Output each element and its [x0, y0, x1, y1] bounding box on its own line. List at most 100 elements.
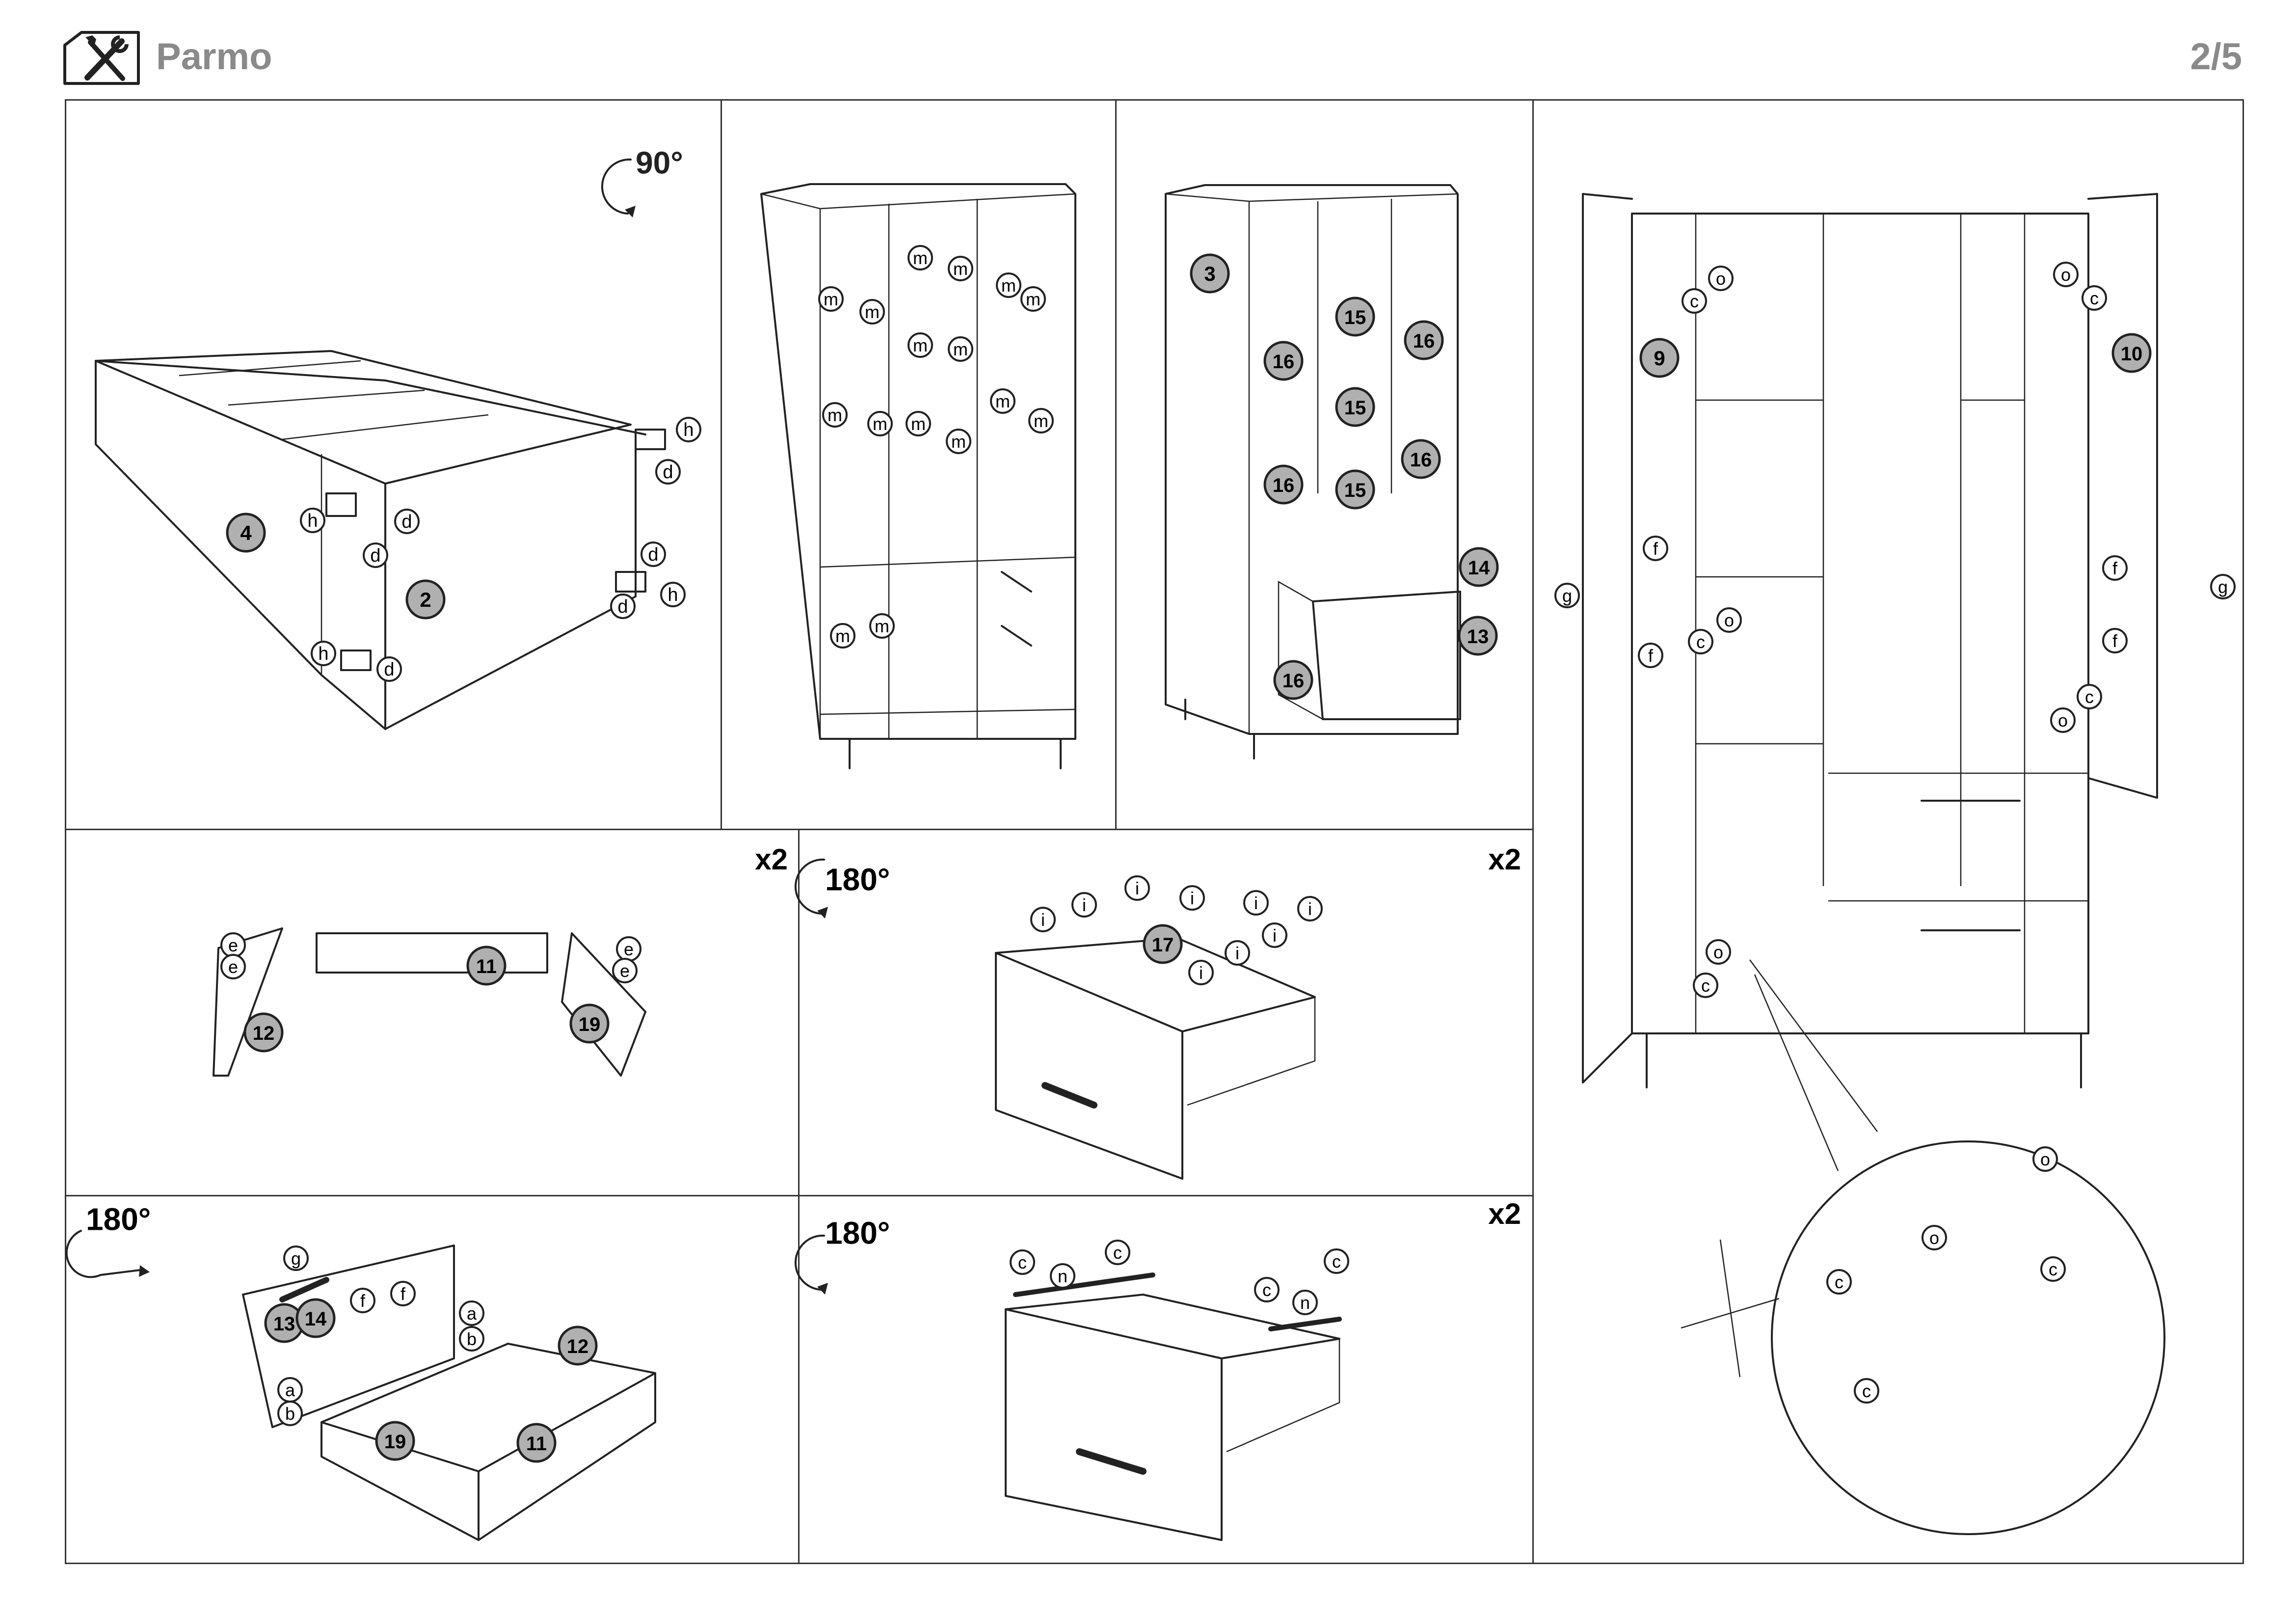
hardware-callout-d: d: [610, 594, 636, 619]
part-callout-17: 17: [1143, 924, 1183, 964]
step-drawer-runners: 180° x2 c n c c n c: [795, 1196, 1532, 1563]
base-assembly-drawing: 90° 4 2 h d d h d d h d h d: [95, 145, 701, 730]
hardware-callout-o: o: [2050, 707, 2076, 733]
svg-text:4: 4: [240, 521, 252, 544]
page-number: 2/5: [2190, 36, 2242, 78]
hardware-callout-o: o: [2053, 262, 2079, 287]
svg-text:b: b: [467, 1329, 477, 1349]
svg-text:c: c: [2049, 1259, 2057, 1279]
hardware-callout-i: i: [1262, 922, 1287, 948]
svg-text:f: f: [2112, 558, 2118, 578]
hardware-callout-d: d: [641, 541, 666, 567]
hardware-callout-c: c: [1254, 1277, 1280, 1302]
svg-text:16: 16: [1413, 330, 1435, 352]
svg-text:16: 16: [1273, 351, 1295, 373]
svg-text:16: 16: [1282, 670, 1305, 692]
part-callout-16: 16: [1263, 341, 1304, 381]
svg-text:i: i: [1199, 963, 1203, 983]
svg-text:g: g: [291, 1248, 301, 1269]
hardware-callout-n: n: [1050, 1263, 1075, 1289]
svg-text:d: d: [401, 512, 412, 532]
svg-text:e: e: [624, 939, 634, 959]
hardware-callout-d: d: [655, 459, 681, 485]
hardware-callout-a: a: [277, 1377, 303, 1403]
part-callout-14: 14: [1459, 547, 1499, 587]
svg-text:o: o: [1716, 269, 1726, 289]
hardware-callout-e: e: [616, 936, 641, 962]
hardware-callout-i: i: [1124, 875, 1150, 901]
divider: [1532, 99, 1534, 1564]
hardware-callout-g: g: [1554, 583, 1580, 608]
svg-text:n: n: [1300, 1293, 1310, 1313]
hardware-callout-m: m: [996, 272, 1021, 298]
svg-text:c: c: [2090, 288, 2099, 308]
svg-text:11: 11: [526, 1433, 547, 1455]
hardware-callout-h: h: [311, 641, 336, 666]
svg-text:c: c: [1862, 1381, 1871, 1401]
product-title: Parmo: [156, 36, 272, 78]
hardware-callout-c: c: [2077, 684, 2102, 709]
svg-text:12: 12: [253, 1023, 275, 1044]
hardware-callout-h: h: [660, 582, 686, 607]
svg-text:m: m: [995, 391, 1010, 411]
rotate-arrow-icon: [65, 1230, 141, 1278]
step-drawer-bottom: 180° x2 17 i i i i i i i i i: [795, 830, 1532, 1195]
hardware-callout-m: m: [908, 332, 933, 358]
part-callout-11: 11: [516, 1423, 557, 1463]
svg-text:3: 3: [1204, 262, 1215, 285]
part-callout-11: 11: [466, 946, 507, 986]
part-callout-2: 2: [405, 579, 446, 620]
svg-text:i: i: [1041, 910, 1045, 930]
hardware-callout-f: f: [1638, 643, 1663, 668]
quantity-label: x2: [755, 843, 788, 876]
part-callout-16: 16: [1404, 320, 1444, 360]
doors-hinges-drawing: 9 10 o c o c f g f o c f g f c o o c o o…: [1554, 193, 2236, 1535]
svg-text:f: f: [2112, 631, 2118, 651]
svg-text:n: n: [1058, 1266, 1068, 1286]
hardware-callout-o: o: [1706, 939, 1731, 965]
svg-text:c: c: [1690, 291, 1699, 311]
hardware-callout-m: m: [908, 245, 933, 271]
step-shelf-pins: m m m m m m m m m m m m m m m m: [722, 101, 1115, 829]
hardware-callout-f: f: [1643, 536, 1668, 561]
divider: [1115, 99, 1117, 829]
hardware-callout-m: m: [869, 613, 895, 639]
hardware-callout-m: m: [818, 286, 844, 312]
hardware-callout-c: c: [2040, 1256, 2066, 1282]
svg-text:i: i: [1273, 925, 1277, 946]
quantity-label: x2: [1488, 843, 1521, 876]
part-callout-3: 3: [1190, 253, 1230, 294]
hardware-callout-m: m: [948, 256, 973, 281]
hardware-callout-d: d: [376, 656, 402, 682]
svg-text:d: d: [663, 462, 673, 483]
rotation-label: 180°: [86, 1201, 151, 1237]
hardware-callout-c: c: [1682, 288, 1707, 314]
hardware-callout-g: g: [283, 1245, 309, 1271]
svg-text:m: m: [835, 626, 850, 646]
hardware-callout-i: i: [1225, 940, 1250, 966]
svg-text:m: m: [824, 289, 838, 309]
hardware-callout-c: c: [1010, 1249, 1035, 1275]
divider: [721, 99, 722, 829]
svg-text:15: 15: [1344, 397, 1366, 419]
svg-text:m: m: [913, 335, 928, 355]
svg-text:c: c: [1835, 1272, 1843, 1292]
part-callout-4: 4: [226, 513, 266, 553]
hardware-callout-i: i: [1188, 960, 1214, 985]
svg-text:o: o: [2058, 710, 2068, 731]
svg-text:o: o: [1713, 942, 1723, 962]
hardware-callout-g: g: [2210, 574, 2236, 599]
hardware-callout-o: o: [1922, 1225, 1947, 1250]
svg-text:15: 15: [1344, 307, 1366, 328]
svg-text:11: 11: [476, 956, 497, 977]
svg-text:i: i: [1308, 899, 1312, 919]
hardware-callout-o: o: [2032, 1146, 2058, 1172]
hardware-callout-f: f: [2102, 555, 2128, 581]
svg-text:m: m: [1026, 289, 1041, 309]
svg-text:o: o: [2061, 265, 2071, 285]
svg-text:i: i: [1254, 893, 1258, 913]
hardware-callout-n: n: [1292, 1290, 1318, 1315]
svg-text:f: f: [1653, 539, 1658, 559]
hardware-callout-m: m: [906, 411, 931, 436]
svg-text:m: m: [828, 405, 842, 425]
